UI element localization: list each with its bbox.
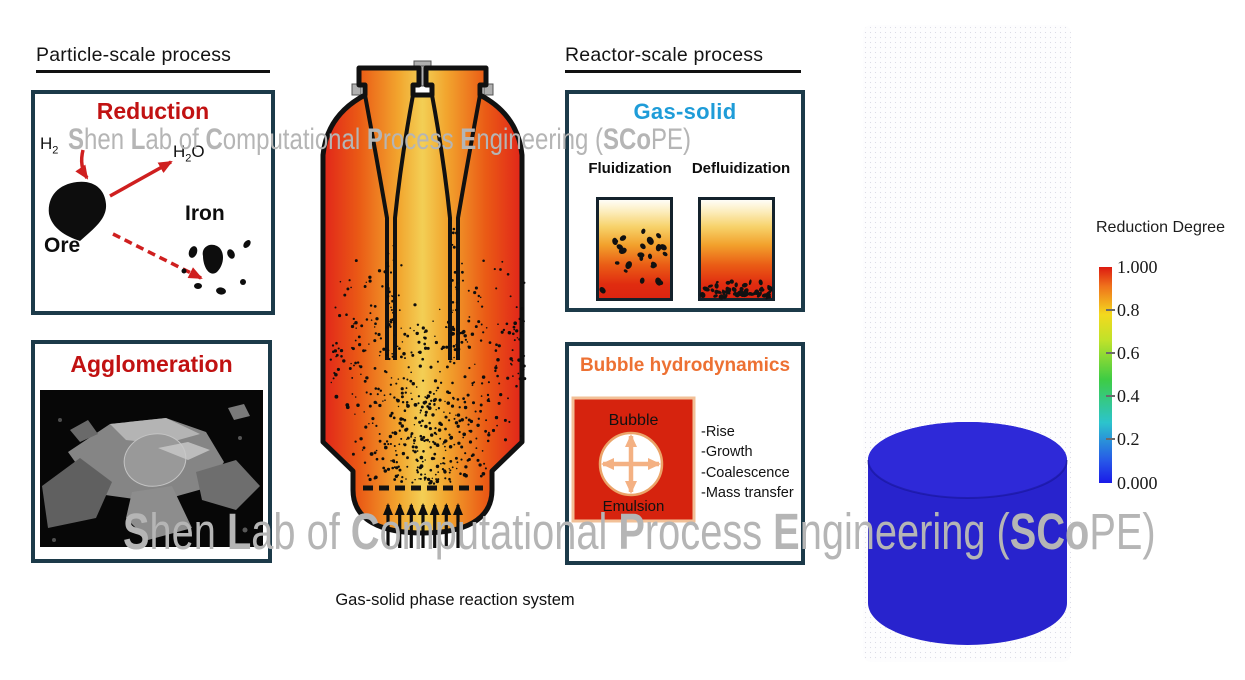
cylinder-top-surface [868,422,1067,498]
cfd-cylinder-result [867,422,1068,645]
colorbar-label-min: 0.000 [1117,473,1158,493]
bubble-label: Bubble [608,412,659,429]
colorbar-label-0.6: 0.6 [1117,343,1140,363]
fluidized-bed-reactor [320,60,527,548]
h2-label: H2 [40,134,59,157]
colorbar-title: Reduction Degree [1096,219,1225,236]
agglomeration-title: Agglomeration [70,351,233,377]
reduction-title: Reduction [96,98,210,124]
bubble-emulsion-diagram [571,396,696,523]
ore-to-iron-arrow [112,232,203,280]
defluidization-panel [698,197,775,301]
h2o-output-arrow [109,160,173,198]
colorbar-label-0.4: 0.4 [1117,386,1140,406]
defluidization-label: Defluidization [691,160,791,177]
ore-particle-shape [48,181,107,241]
bubble-motion-arrows [601,434,661,494]
colorbar-tick-0.6 [1106,352,1115,354]
reactor-caption: Gas-solid phase reaction system [335,591,575,609]
colorbar-label-max: 1.000 [1117,257,1158,277]
particle-scale-underline [36,70,270,73]
internal-cyclone-tubes [363,94,482,360]
bubble-hydrodynamics-title: Bubble hydrodynamics [579,355,791,376]
bubble-mechanism-list: -Rise -Growth -Coalescence -Mass transfe… [701,422,794,504]
vessel-outline [320,65,525,536]
particle-dots [329,227,527,485]
h2-input-arrow [75,149,89,180]
iron-fragments [181,240,251,295]
ore-label: Ore [44,234,81,257]
reactor-scale-underline [565,70,801,73]
mechanism-coalescence: -Coalescence [701,464,790,481]
fluidization-label: Fluidization [588,160,672,177]
defluidized-particle-clump [699,279,773,300]
reduction-diagram [48,149,251,295]
reactor-scale-title: Reactor-scale process [565,44,764,66]
iron-label: Iron [185,202,225,225]
colorbar-tick-0.4 [1106,395,1115,397]
agglomeration-box: Agglomeration [31,340,272,563]
colorbar-label-0.8: 0.8 [1117,300,1140,320]
particle-scale-title: Particle-scale process [36,44,232,66]
cylinder-rim [867,459,1068,499]
gas-inlet-arrows [383,503,463,548]
bubble-hydrodynamics-box: Bubble hydrodynamics Bubble Emulsion -Ri… [565,342,805,565]
reduction-box: Reduction H2 H2O Iron Ore [31,90,275,315]
fluidized-particles [599,228,668,294]
mechanism-rise: -Rise [701,424,735,440]
agglomeration-sem-image [40,390,263,547]
fluidization-panel [596,197,673,301]
colorbar-label-0.2: 0.2 [1117,429,1140,449]
mechanism-mass-transfer: -Mass transfer [701,485,794,502]
emulsion-label: Emulsion [602,498,665,515]
gas-solid-title: Gas-solid [633,99,737,124]
colorbar-gradient [1099,267,1112,483]
colorbar-tick-0.8 [1106,309,1115,311]
gas-solid-box: Gas-solid Fluidization Defluidization [565,90,805,312]
h2o-label: H2O [173,142,205,165]
mechanism-growth: -Growth [701,444,753,461]
colorbar-tick-0.2 [1106,438,1115,440]
